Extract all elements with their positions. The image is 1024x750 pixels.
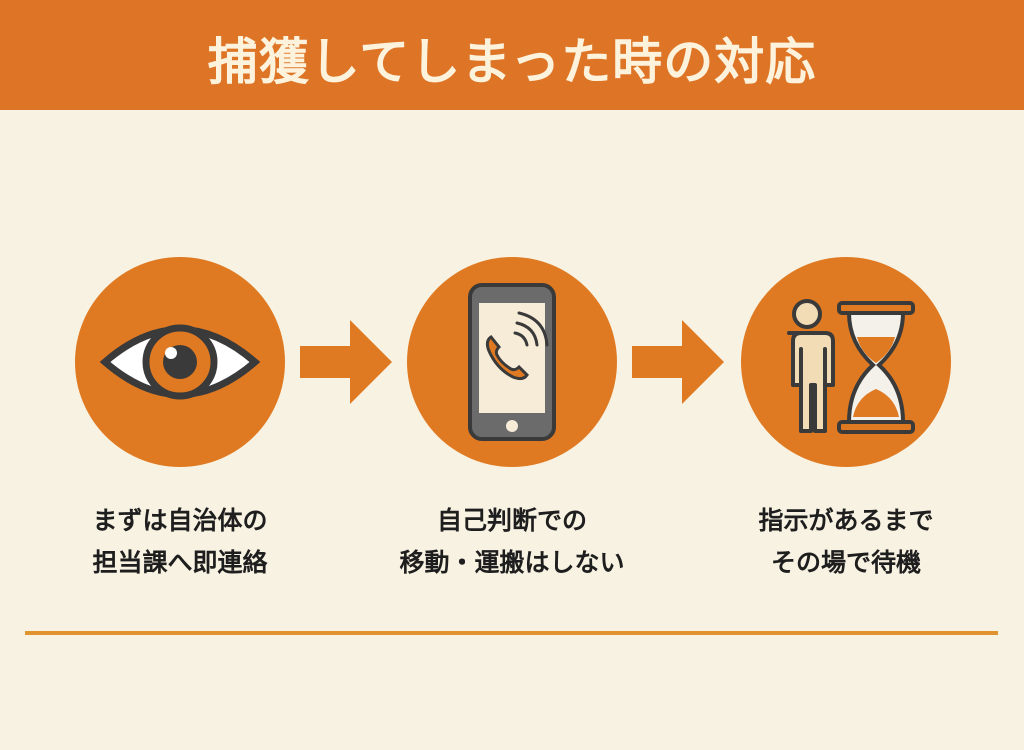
step-2-label: 自己判断での 移動・運搬はしない (362, 500, 662, 584)
smartphone-call-icon (468, 283, 556, 441)
eye-icon (99, 324, 261, 400)
step-1-label: まずは自治体の 担当課へ即連絡 (30, 500, 330, 584)
step-3-line-2: その場で待機 (770, 548, 921, 577)
step-1-line-1: まずは自治体の (92, 506, 268, 535)
step-3-line-1: 指示があるまで (758, 506, 934, 535)
step-3-circle (741, 257, 951, 467)
bottom-divider (25, 631, 998, 635)
step-1-line-2: 担当課へ即連絡 (92, 548, 268, 577)
page-title: 捕獲してしまった時の対応 (207, 33, 817, 91)
step-2-line-2: 移動・運搬はしない (399, 548, 625, 577)
step-1-circle (75, 257, 285, 467)
header-banner: 捕獲してしまった時の対応 (0, 0, 1024, 110)
person-hourglass-icon (787, 299, 915, 434)
step-2-circle (407, 257, 617, 467)
step-3-label: 指示があるまで その場で待機 (696, 500, 996, 584)
arrow-right-icon (632, 320, 724, 404)
step-2-line-1: 自己判断での (436, 506, 587, 535)
arrow-right-icon (300, 320, 392, 404)
